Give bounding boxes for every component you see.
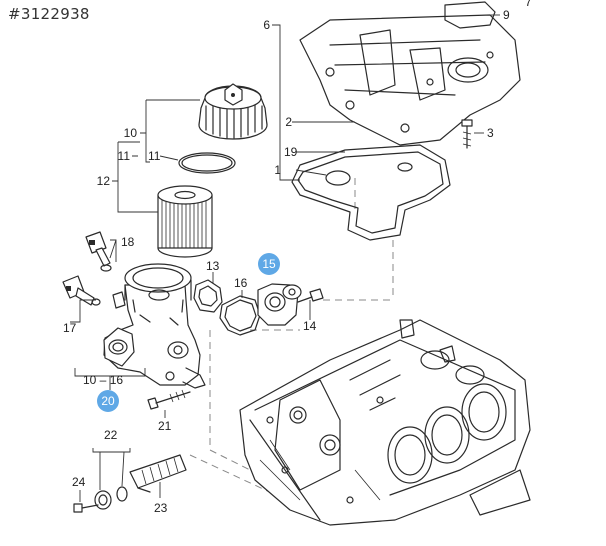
callout-6: 6 — [263, 18, 270, 32]
gasket-19 — [291, 144, 451, 241]
diagram-id-label: #3122938 — [8, 5, 90, 23]
svg-text:20: 20 — [101, 394, 115, 408]
hotspot-20[interactable]: 20 — [97, 390, 119, 412]
o-ring-1 — [325, 170, 351, 186]
assembly-guide-lines — [189, 178, 394, 521]
hotspot-15[interactable]: 15 — [258, 253, 280, 275]
sensor-18 — [85, 231, 112, 272]
svg-text:15: 15 — [262, 257, 276, 271]
o-ring-11 — [178, 152, 236, 174]
callout-21: 21 — [158, 419, 172, 433]
gasket-9 — [444, 1, 496, 29]
callout-1: 1 — [274, 163, 281, 177]
callout-labels: 1 2 3 6 7 9 10 11 11 12 13 14 16 17 18 1… — [63, 0, 532, 515]
pipe-assembly-23 — [129, 454, 187, 493]
oil-filter-housing — [103, 263, 206, 389]
screw-24 — [73, 503, 99, 513]
callout-3: 3 — [487, 126, 494, 140]
thermostat-15 — [257, 283, 302, 326]
callout-12: 12 — [97, 174, 111, 188]
callout-9: 9 — [503, 8, 510, 22]
sensor-17 — [62, 275, 101, 306]
callout-13: 13 — [206, 259, 220, 273]
callout-17: 17 — [63, 321, 77, 335]
leader-lines — [70, 14, 500, 502]
callout-16: 16 — [234, 276, 248, 290]
callout-2: 2 — [285, 115, 292, 129]
callout-11-right: 11 — [148, 149, 161, 163]
seal-22 — [94, 486, 128, 510]
oil-filter-element-12 — [157, 185, 213, 258]
callout-11-left: 11 — [118, 149, 131, 163]
oil-filter-cap-10 — [198, 83, 268, 140]
callout-18: 18 — [121, 235, 135, 249]
callout-23: 23 — [154, 501, 168, 515]
bolt-3 — [461, 119, 473, 149]
gasket-16 — [219, 295, 261, 336]
bolt-21 — [147, 389, 191, 410]
callout-7: 7 — [525, 0, 532, 9]
engine-block — [239, 319, 531, 526]
callout-10: 10 — [124, 126, 138, 140]
upper-housing-module — [299, 14, 521, 146]
callout-22: 22 — [104, 428, 118, 442]
bolt-14 — [297, 288, 324, 303]
callout-19: 19 — [284, 145, 298, 159]
callout-10-16: 10 – 16 — [83, 373, 123, 387]
callout-14: 14 — [303, 319, 317, 333]
gasket-13 — [193, 279, 223, 313]
callout-24: 24 — [72, 475, 86, 489]
